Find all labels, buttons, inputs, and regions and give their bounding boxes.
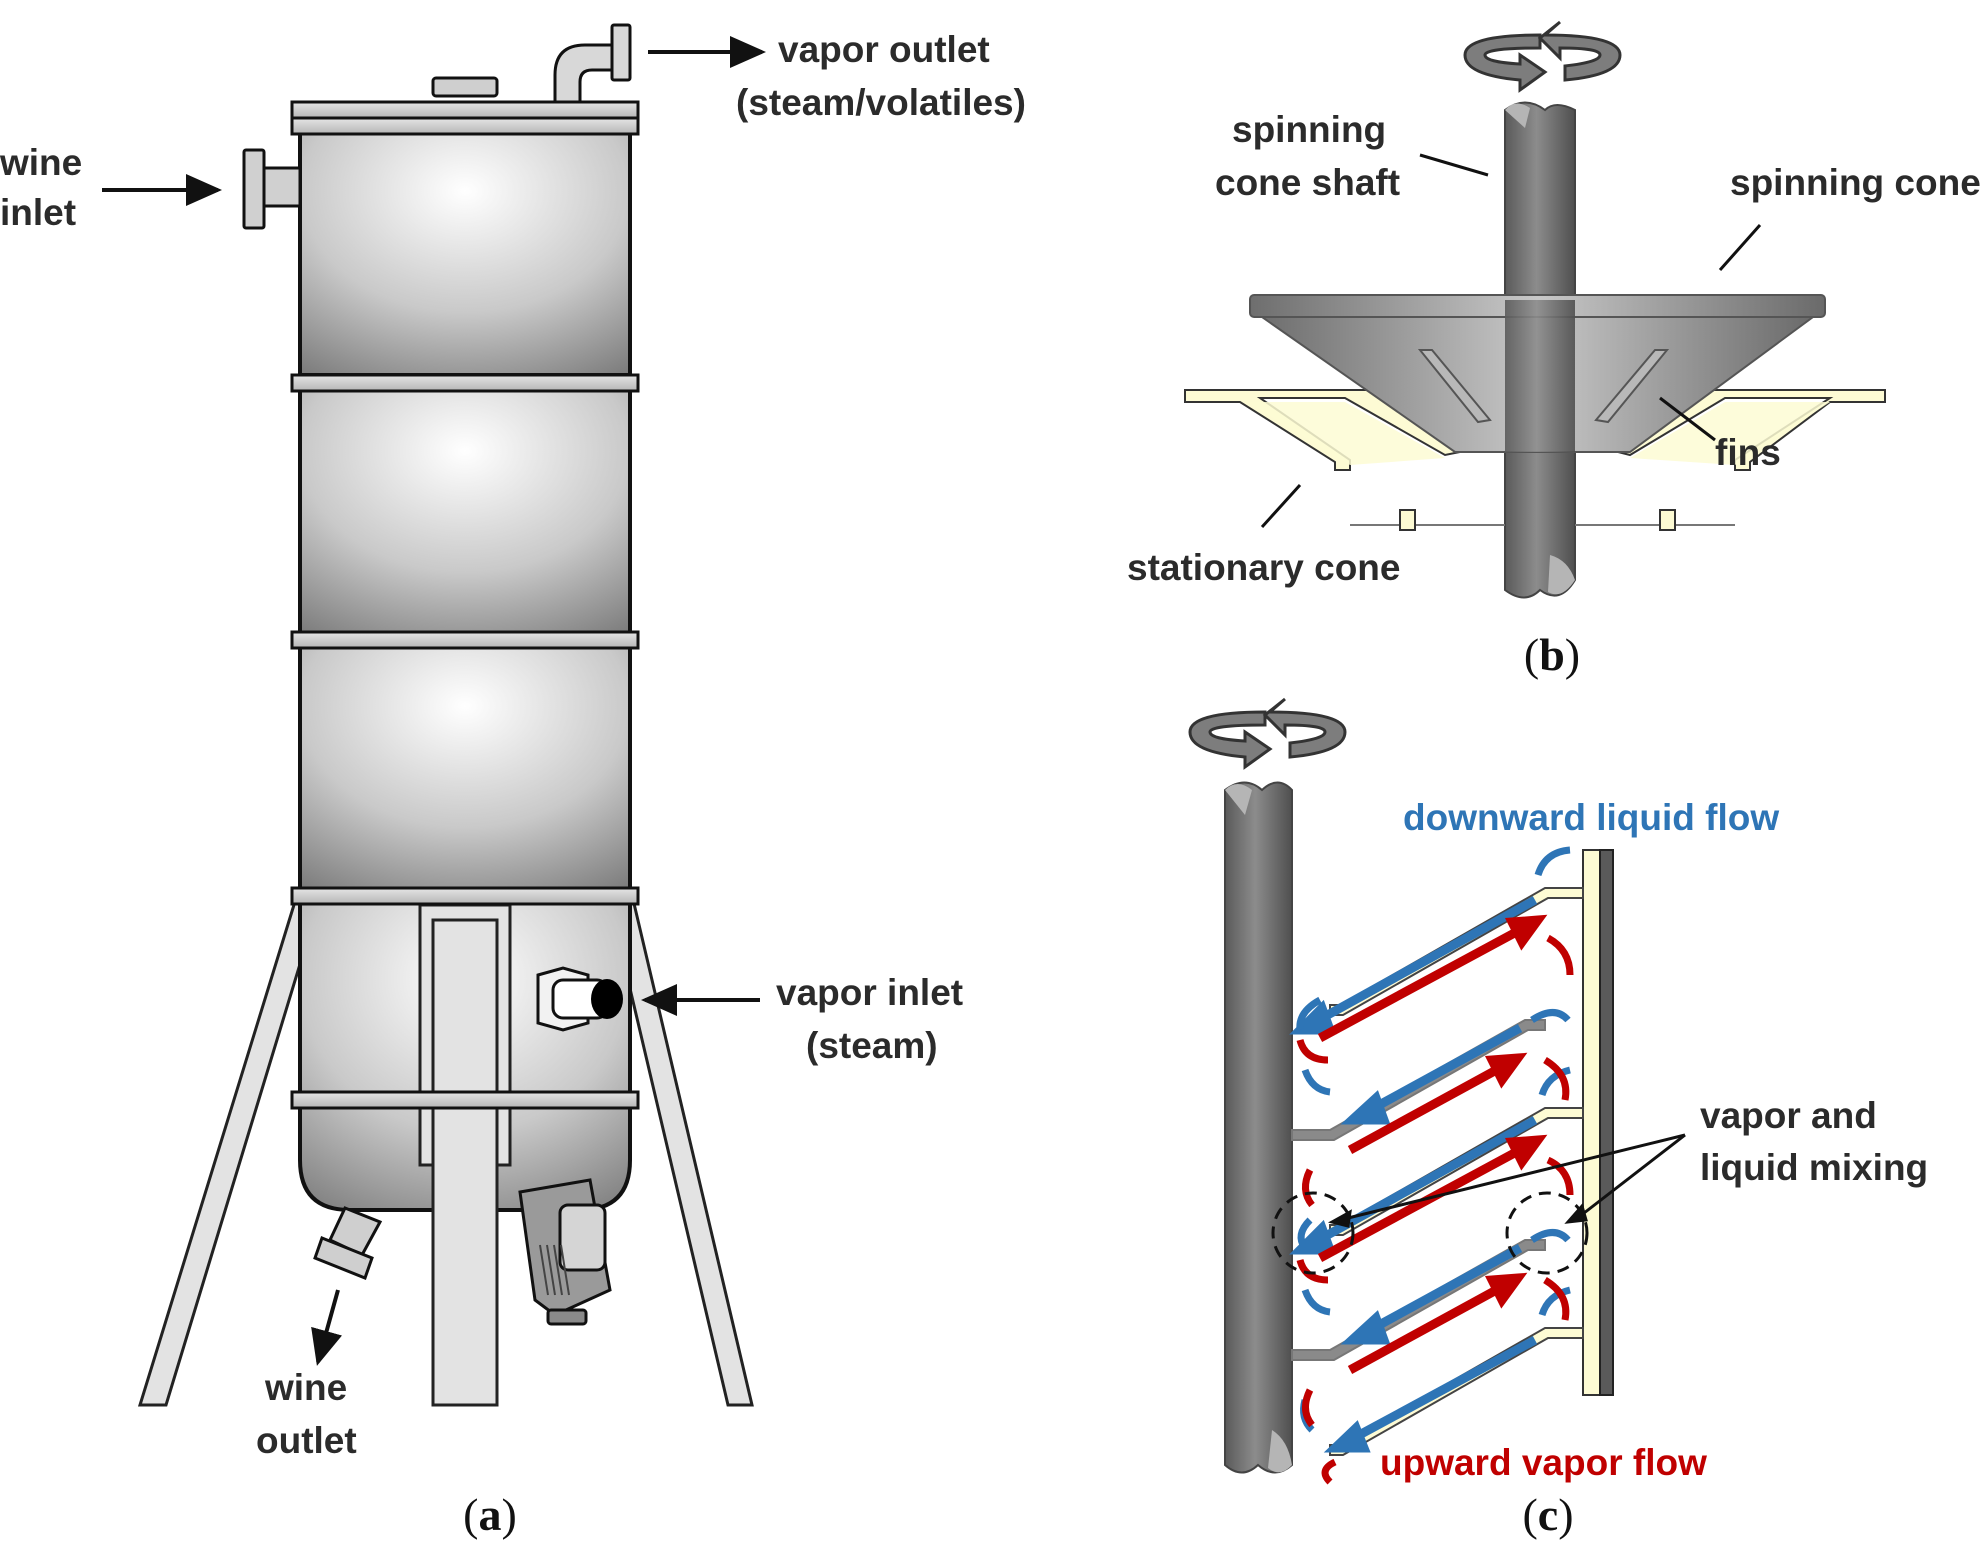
liquid-flow-arrows: [1289, 896, 1538, 1453]
wine-outlet-arrow: [311, 1289, 342, 1366]
center-leg: [431, 918, 499, 1407]
wine-outlet-nozzle: [313, 1206, 383, 1280]
panel-b-leaders: [1260, 153, 1762, 529]
wine-inlet-label-2: inlet: [0, 192, 76, 233]
mixing-leaders: [1327, 1133, 1686, 1228]
stationary-cone-label: stationary cone: [1127, 547, 1400, 588]
rotation-arrows-icon-c: [1188, 697, 1347, 770]
mixing-circle-right: [1505, 1191, 1589, 1275]
wine-inlet-nozzle: [242, 148, 302, 230]
stationary-cones-c: [1329, 887, 1584, 1456]
panel-a-column: wine inlet vapor outlet (steam/volatiles…: [0, 23, 1026, 1540]
flange-bands: [290, 100, 640, 1110]
spinning-cone-label: spinning cone: [1730, 162, 1981, 203]
downward-flow-label: downward liquid flow: [1403, 797, 1779, 838]
caption-b: (b): [1524, 629, 1580, 680]
mixing-circles: [1271, 1191, 1589, 1275]
shaft-c: [1224, 781, 1293, 1474]
wine-outlet-label-2: outlet: [256, 1420, 357, 1461]
wine-inlet-label: wine: [0, 142, 82, 183]
mixing-circle-left: [1271, 1191, 1355, 1275]
wine-outlet-label: wine: [264, 1367, 347, 1408]
fins-group: [1417, 349, 1670, 424]
vapor-inlet-nozzle: [536, 966, 623, 1032]
column-wall: [1599, 849, 1614, 1396]
vapor-outlet-pipe: [553, 23, 632, 104]
vapor-turn-arrows: [1296, 934, 1574, 1485]
shaft-label: spinning: [1232, 109, 1386, 150]
panel-c-flow: downward liquid flow upward vapor flow v…: [1188, 697, 1928, 1540]
fins-label: fins: [1715, 432, 1781, 473]
panel-a-arrows: [102, 36, 766, 1366]
caption-a: (a): [463, 1489, 517, 1540]
shaft-front: [1505, 300, 1575, 452]
vapor-outlet-label: vapor outlet: [778, 29, 990, 70]
caption-c: (c): [1522, 1489, 1573, 1540]
upward-flow-label: upward vapor flow: [1380, 1442, 1707, 1483]
motor-unit: [518, 1178, 612, 1326]
mixing-label-2: liquid mixing: [1700, 1147, 1928, 1188]
panel-b-cones: spinning cone shaft spinning cone fins s…: [1127, 20, 1981, 680]
vapor-inlet-label: vapor inlet: [776, 972, 963, 1013]
lid-handle: [431, 76, 499, 98]
vapor-outlet-label-2: (steam/volatiles): [736, 82, 1026, 123]
vapor-flow-arrows: [1317, 914, 1548, 1374]
mixing-label: vapor and: [1700, 1095, 1877, 1136]
rotation-arrows-icon: [1463, 20, 1622, 93]
liquid-turn-arrows: [1296, 846, 1571, 1433]
shaft-label-2: cone shaft: [1215, 162, 1400, 203]
vapor-inlet-label-2: (steam): [806, 1025, 938, 1066]
